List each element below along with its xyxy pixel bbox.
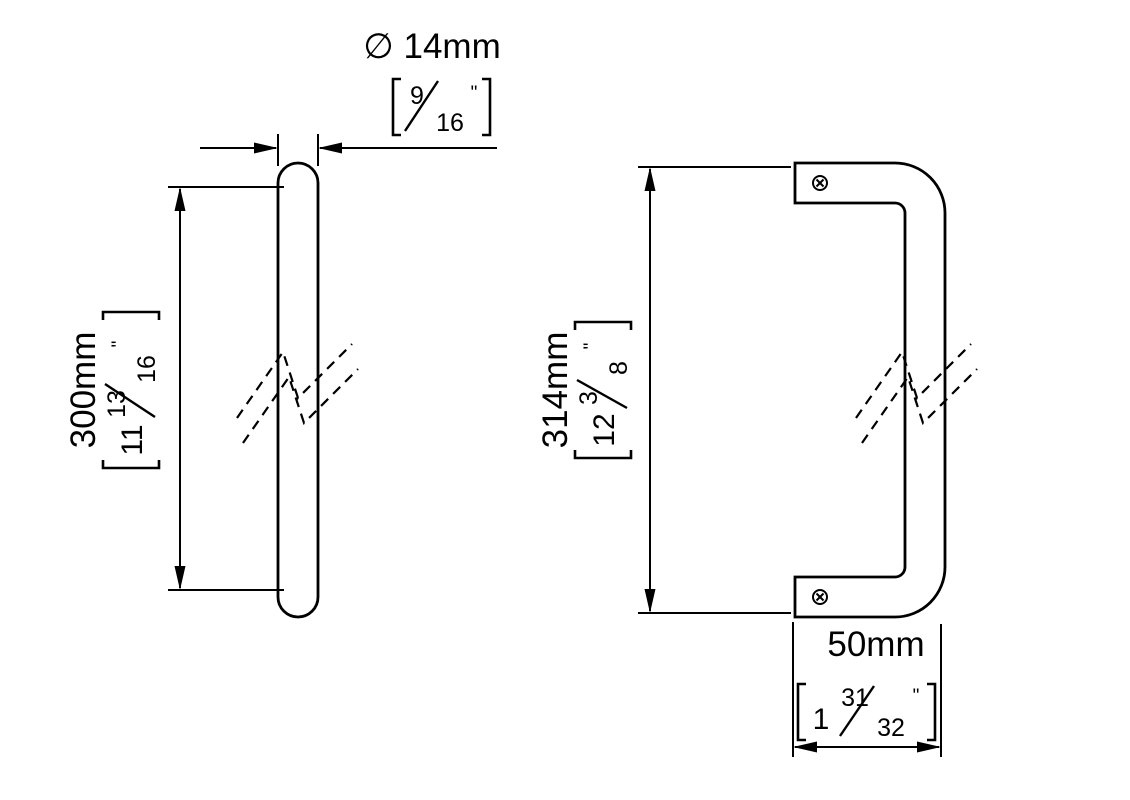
fraction-numerator: 31 — [841, 684, 869, 712]
fraction-whole: 12 — [588, 413, 621, 446]
bracket-close — [927, 682, 937, 742]
screw-hole-bottom — [812, 589, 828, 605]
inch-mark: " — [913, 686, 920, 707]
screw-hole-top — [812, 175, 828, 191]
length-inch-fraction: 11 13 16 " — [101, 310, 161, 470]
fraction-denominator: 16 — [436, 109, 464, 137]
inch-mark: " — [581, 343, 602, 350]
break-line — [236, 343, 353, 419]
height-dimension: 314mm 12 3 8 " — [536, 166, 791, 614]
arrowhead — [318, 142, 342, 154]
fraction-slash — [104, 382, 156, 419]
front-view: 314mm 12 3 8 " 50mm 1 31 — [536, 161, 978, 757]
fraction-slash — [839, 685, 875, 737]
fraction-denominator: 16 — [133, 355, 161, 383]
projection-dimension: 50mm 1 31 32 " — [792, 622, 942, 757]
handle-front-profile — [793, 161, 947, 619]
screw-cross — [815, 592, 825, 602]
bracket-open — [101, 460, 161, 470]
height-metric-label: 314mm — [536, 332, 575, 449]
arrowhead — [644, 167, 656, 191]
screw-hole-circle — [812, 175, 828, 191]
screw-cross — [815, 178, 825, 188]
height-inch-fraction: 12 3 8 " — [573, 320, 633, 460]
fraction-numerator: 3 — [575, 391, 603, 405]
break-line — [855, 343, 972, 419]
bracket-open — [391, 77, 401, 137]
bracket-close — [573, 320, 633, 330]
fraction-numerator: 9 — [410, 82, 424, 110]
inch-mark: " — [109, 341, 130, 348]
bracket-close — [101, 310, 161, 320]
arrowhead — [254, 142, 278, 154]
arrowhead — [174, 566, 186, 590]
length-metric-label: 300mm — [64, 332, 103, 449]
arrowhead — [644, 589, 656, 613]
bracket-close — [482, 77, 492, 137]
arrowhead — [917, 741, 941, 753]
handle-bar-side-profile — [276, 161, 320, 619]
break-line — [242, 368, 359, 444]
arrowhead — [174, 187, 186, 211]
fraction-numerator: 13 — [103, 390, 131, 418]
fraction-slash — [576, 378, 628, 410]
fraction-whole: 11 — [116, 424, 149, 455]
bracket-open — [573, 450, 633, 460]
projection-metric-label: 50mm — [827, 625, 924, 664]
arrowhead — [793, 741, 817, 753]
side-view: ∅ 14mm 9 16 " 300mm 11 13 — [64, 27, 501, 619]
break-symbol-side — [236, 343, 359, 444]
screw-hole-circle — [812, 589, 828, 605]
length-dimension: 300mm 11 13 16 " — [64, 186, 284, 591]
inch-mark: " — [471, 83, 478, 104]
bracket-open — [796, 682, 806, 742]
fraction-slash — [403, 80, 440, 132]
fraction-denominator: 8 — [605, 361, 633, 375]
break-symbol-front — [855, 343, 978, 444]
diameter-metric-label: ∅ 14mm — [363, 27, 500, 66]
diameter-inch-fraction: 9 16 " — [391, 77, 492, 137]
break-line — [861, 368, 978, 444]
fraction-whole: 1 — [813, 703, 830, 736]
fraction-denominator: 32 — [877, 714, 905, 742]
diameter-dimension: ∅ 14mm 9 16 " — [200, 27, 501, 166]
projection-inch-fraction: 1 31 32 " — [796, 682, 937, 742]
